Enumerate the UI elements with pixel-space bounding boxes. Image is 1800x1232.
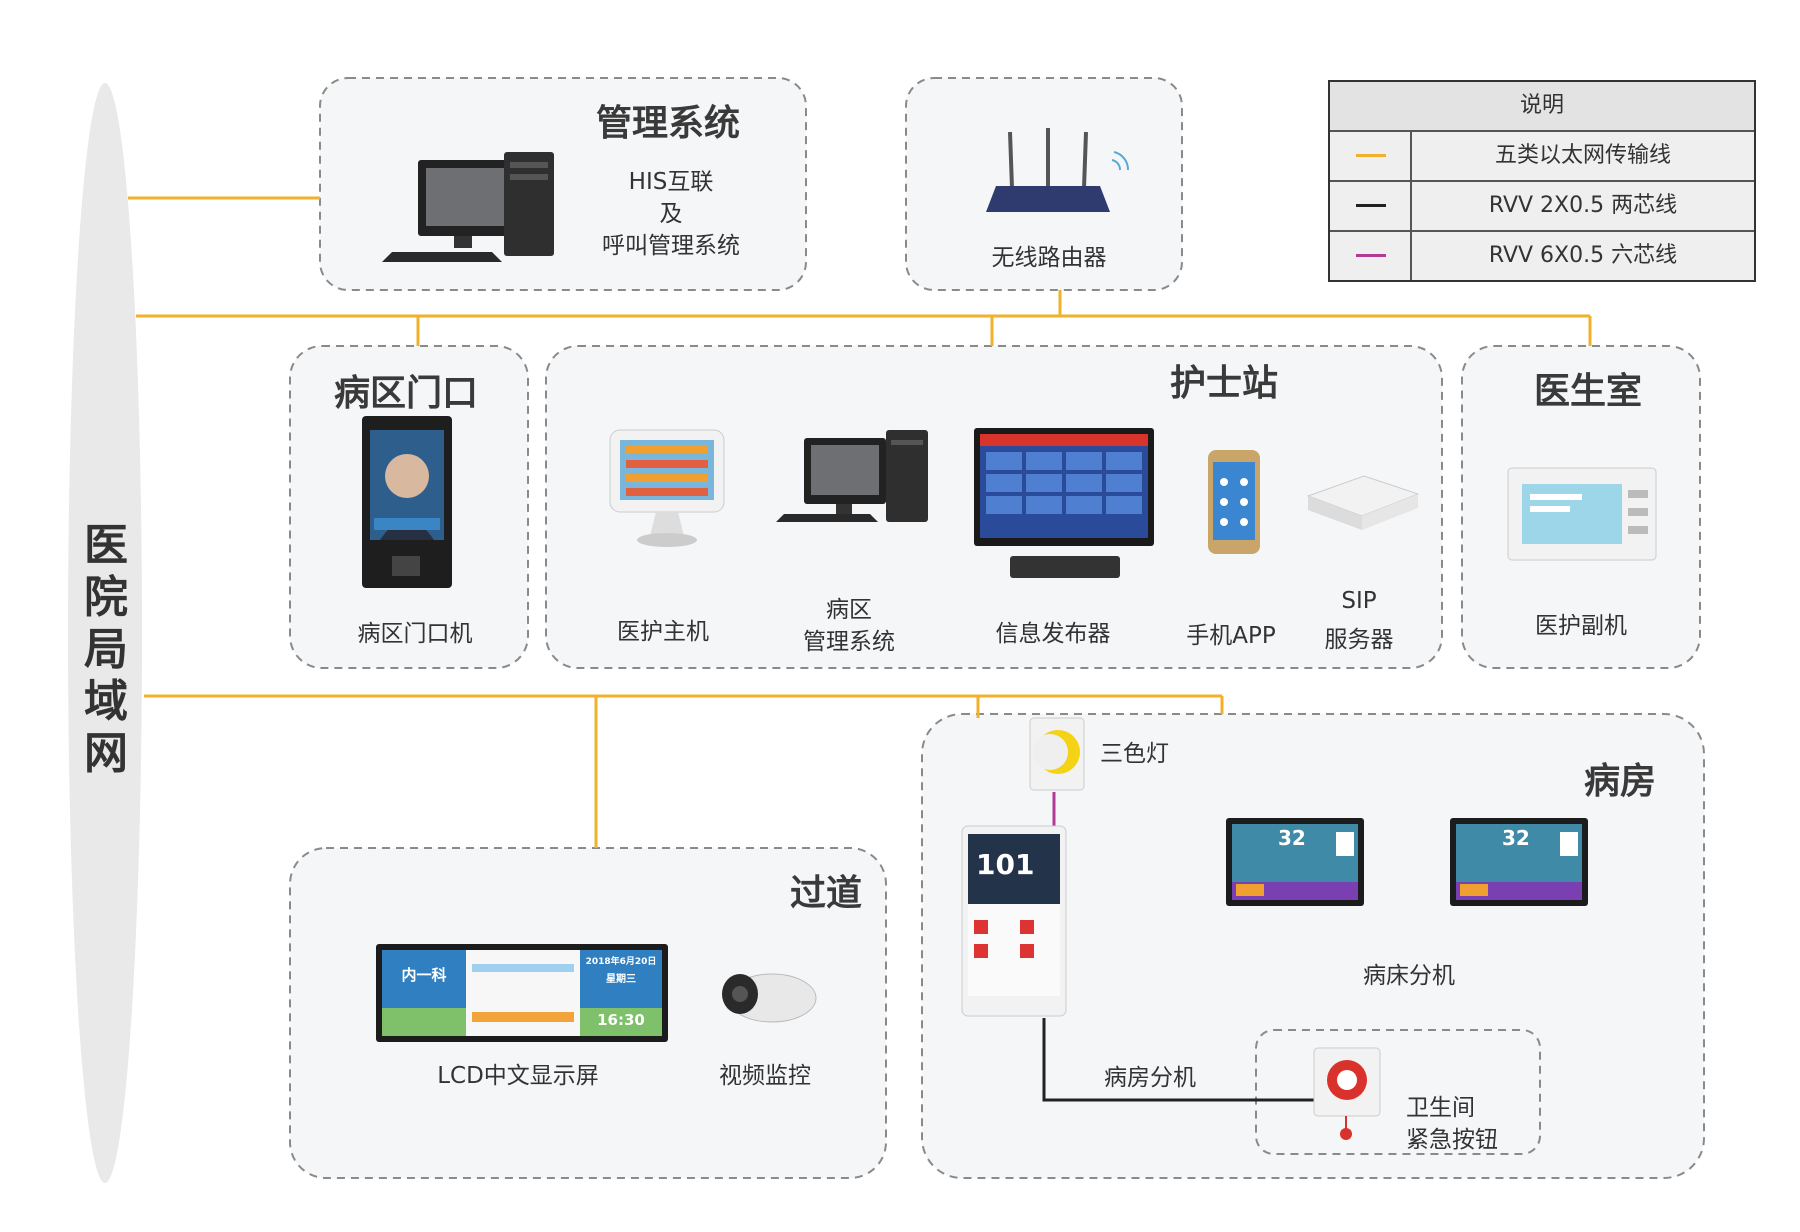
- legend-row: 五类以太网传输线: [1330, 132, 1754, 182]
- camera-label: 视频监控: [719, 1063, 811, 1089]
- router-box: [905, 77, 1183, 291]
- mobile-app-label: 手机APP: [1186, 623, 1276, 649]
- sip-server-label-2: 服务器: [1324, 627, 1394, 653]
- bedside-unit-icon: [1226, 818, 1364, 906]
- tri-color-light-icon: [1029, 717, 1085, 791]
- two-core-line: [1042, 1018, 1314, 1102]
- desktop-computer-icon: [382, 152, 554, 262]
- doctor-substation-label: 医护副机: [1535, 613, 1627, 639]
- nurse-host-label: 医护主机: [617, 619, 709, 645]
- router-label: 无线路由器: [991, 245, 1107, 271]
- nurse-station-title: 护士站: [1170, 363, 1279, 404]
- emergency-button-icon: [1313, 1047, 1381, 1140]
- ward-entrance-title: 病区门口: [334, 373, 479, 414]
- sip-server-label-1: SIP: [1341, 588, 1377, 614]
- doctor-substation-icon: [1507, 467, 1657, 561]
- ethernet-lines: [128, 196, 1592, 848]
- room-number: 101: [976, 848, 1035, 881]
- lcd-dept: 内一科: [401, 966, 447, 984]
- bedside-value-1: 32: [1278, 826, 1306, 850]
- lcd-display-icon: [376, 944, 668, 1042]
- lan-backbone: [68, 83, 142, 1183]
- legend-label: RVV 2X0.5 两芯线: [1488, 193, 1678, 218]
- legend-title: 说明: [1330, 82, 1754, 132]
- ward-title: 病房: [1584, 761, 1657, 802]
- legend-swatch: [1330, 182, 1412, 230]
- bedside-unit-icon: [1450, 818, 1588, 906]
- legend-row: RVV 2X0.5 两芯线: [1330, 182, 1754, 232]
- ward-entrance-device-label: 病区门口机: [357, 621, 473, 647]
- bedside-value-2: 32: [1502, 826, 1530, 850]
- ward-management-label-1: 病区: [826, 597, 872, 623]
- legend-line: [1356, 154, 1386, 157]
- lcd-date: 2018年6月20日: [585, 957, 657, 967]
- room-unit-icon: [961, 825, 1067, 1017]
- management-desc-1: HIS互联: [628, 169, 714, 195]
- info-publisher-icon: [974, 428, 1154, 578]
- security-camera-icon: [722, 973, 817, 1023]
- legend-swatch: [1330, 232, 1412, 280]
- sip-server-icon: [1306, 475, 1420, 530]
- legend-label: RVV 6X0.5 六芯线: [1488, 243, 1678, 268]
- room-unit-label: 病房分机: [1104, 1065, 1196, 1091]
- tri-color-light-label: 三色灯: [1100, 741, 1169, 767]
- legend-line: [1356, 204, 1386, 207]
- management-desc-2: 及: [659, 201, 683, 227]
- nurse-host-icon: [609, 429, 725, 547]
- legend-line: [1356, 254, 1386, 257]
- management-title: 管理系统: [596, 103, 741, 144]
- management-box: [319, 77, 807, 291]
- legend-swatch: [1330, 132, 1412, 180]
- smartphone-icon: [1208, 450, 1260, 554]
- lcd-weekday: 星期三: [606, 974, 636, 985]
- bathroom-label-1: 卫生间: [1406, 1095, 1475, 1121]
- info-publisher-label: 信息发布器: [995, 621, 1111, 647]
- backbone-label: 医院局域网: [84, 520, 128, 779]
- ward-management-label-2: 管理系统: [803, 629, 895, 655]
- ward-management-computer-icon: [776, 430, 928, 522]
- lcd-label: LCD中文显示屏: [437, 1063, 599, 1089]
- bedside-unit-label: 病床分机: [1363, 963, 1455, 989]
- ward-entrance-terminal-icon: [362, 416, 452, 588]
- management-desc-3: 呼叫管理系统: [602, 233, 740, 259]
- lcd-time: 16:30: [597, 1011, 645, 1029]
- doctor-room-title: 医生室: [1534, 371, 1643, 412]
- bathroom-label-2: 紧急按钮: [1406, 1127, 1498, 1153]
- legend-row: RVV 6X0.5 六芯线: [1330, 232, 1754, 280]
- corridor-title: 过道: [790, 873, 863, 914]
- wireless-router-icon: [986, 128, 1130, 212]
- legend-label: 五类以太网传输线: [1494, 143, 1671, 168]
- legend: 说明 五类以太网传输线 RVV 2X0.5 两芯线 RVV 6X0.5 六芯线: [1328, 80, 1756, 282]
